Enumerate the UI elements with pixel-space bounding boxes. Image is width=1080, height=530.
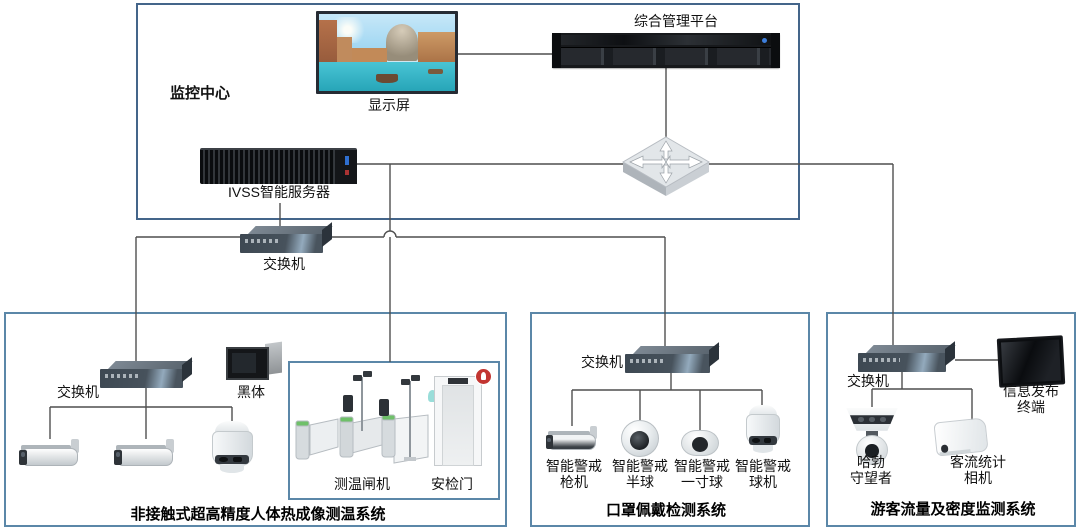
router-icon	[621, 135, 711, 198]
thermal-system-title: 非接触式超高精度人体热成像测温系统	[130, 506, 386, 523]
platform-label: 综合管理平台	[634, 13, 718, 29]
mask-switch	[625, 342, 720, 373]
alert-bullet-label: 智能警戒枪机	[546, 458, 602, 490]
door-alert-badge	[475, 368, 492, 385]
alert-bullet-camera	[545, 426, 601, 456]
alert-ptz-camera	[742, 405, 784, 458]
mask-switch-label: 交换机	[581, 354, 623, 370]
platform-server	[552, 33, 780, 68]
alert-ptz-label: 智能警戒球机	[735, 458, 791, 490]
thermal-ptz-camera	[207, 421, 257, 479]
info-terminal-label: 信息发布终端	[1003, 383, 1059, 415]
info-terminal	[996, 335, 1066, 388]
alert-minidome-camera	[681, 430, 719, 456]
ivss-server	[200, 148, 357, 184]
thermal-bullet-camera-2	[113, 439, 179, 473]
blackbody-device	[226, 341, 282, 380]
door-label: 安检门	[431, 476, 473, 492]
display-label: 显示屏	[368, 97, 410, 113]
visitor-switch-label: 交换机	[847, 373, 889, 389]
security-door	[434, 368, 492, 466]
temperature-gate	[294, 369, 434, 471]
thermal-switch	[100, 357, 193, 388]
thermal-bullet-camera-1	[18, 439, 84, 473]
gate-label: 测温闸机	[334, 476, 390, 492]
gate-wifi-icon	[428, 390, 437, 402]
counting-camera-label: 客流统计相机	[950, 454, 1006, 486]
counting-camera	[933, 417, 989, 457]
core-switch	[240, 222, 333, 253]
core-switch-label: 交换机	[263, 256, 305, 272]
alert-minidome-label: 智能警戒一寸球	[674, 458, 730, 490]
display-screen	[316, 11, 458, 94]
ivss-label: IVSS智能服务器	[228, 184, 330, 200]
hubble-label: 哈勃守望者	[850, 454, 892, 486]
alert-turret-camera	[621, 420, 659, 457]
thermal-switch-label: 交换机	[57, 384, 99, 400]
visitor-switch	[858, 341, 956, 372]
mask-system-title: 口罩佩戴检测系统	[605, 502, 727, 519]
monitoring-center-title: 监控中心	[169, 85, 231, 102]
visitor-system-title: 游客流量及密度监测系统	[870, 501, 1036, 518]
display-image	[319, 14, 455, 91]
hubble-camera	[844, 408, 900, 468]
alert-turret-label: 智能警戒半球	[612, 458, 668, 490]
blackbody-label: 黑体	[237, 384, 265, 400]
